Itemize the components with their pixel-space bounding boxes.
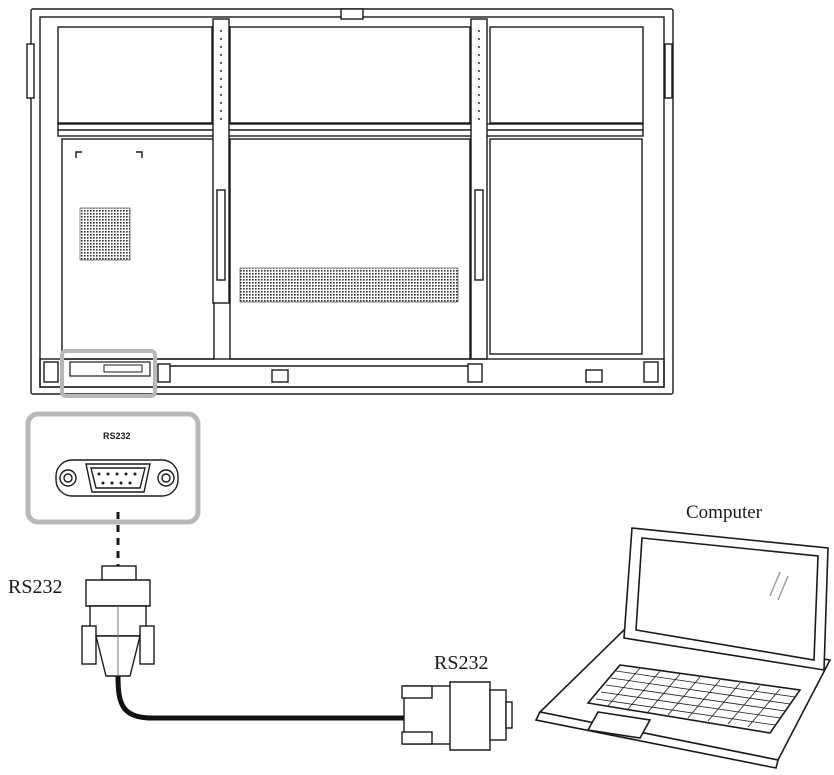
rs232-connector-left bbox=[81, 565, 155, 677]
speaker-grille-center bbox=[239, 267, 459, 303]
display-back-panel bbox=[26, 8, 674, 395]
rs232-cable-left-label: RS232 bbox=[8, 576, 63, 598]
computer-label: Computer bbox=[686, 502, 762, 523]
port-location-highlight bbox=[60, 349, 157, 398]
rs232-port-label: RS232 bbox=[103, 431, 131, 441]
speaker-grille-left bbox=[79, 207, 131, 261]
rs232-connector-right bbox=[401, 681, 513, 751]
db9-port-icon bbox=[55, 459, 179, 497]
laptop-computer bbox=[534, 527, 832, 769]
rs232-cable-right-label: RS232 bbox=[434, 652, 489, 674]
rs232-cable bbox=[115, 675, 404, 721]
